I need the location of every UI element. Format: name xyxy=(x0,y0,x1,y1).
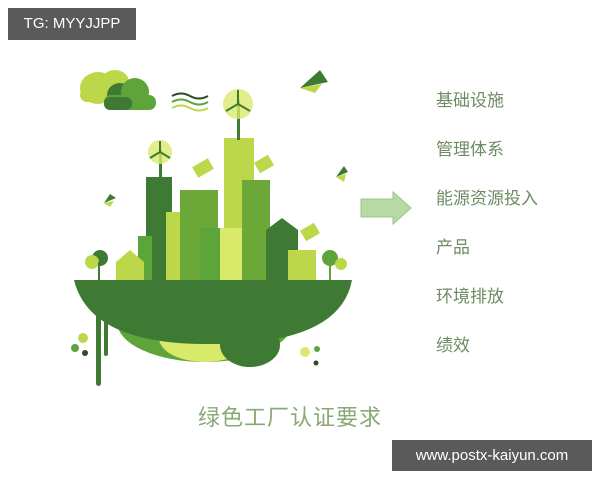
solar-panel-icon xyxy=(192,154,320,242)
wind-turbine-icon xyxy=(148,89,253,178)
watermark-bottom: www.postx-kaiyun.com xyxy=(392,440,592,471)
requirement-item: 能源资源投入 xyxy=(436,189,538,209)
bird-icon xyxy=(104,70,348,207)
requirement-item: 产品 xyxy=(436,238,470,258)
buildings xyxy=(116,138,316,280)
requirement-item: 管理体系 xyxy=(436,140,504,160)
requirement-item: 基础设施 xyxy=(436,91,504,111)
requirement-item: 环境排放 xyxy=(436,287,504,307)
diagram-title: 绿色工厂认证要求 xyxy=(198,406,383,431)
cloud-icon xyxy=(80,70,156,110)
requirements-list: 基础设施 管理体系 能源资源投入 产品 环境排放 绩效 xyxy=(436,88,538,382)
floating-island xyxy=(71,280,352,386)
requirement-item: 绩效 xyxy=(436,336,470,356)
watermark-top: TG: MYYJJPP xyxy=(8,8,136,40)
arrow-right-icon xyxy=(360,190,412,226)
tree-icon xyxy=(85,250,347,280)
wind-icon xyxy=(171,92,209,112)
